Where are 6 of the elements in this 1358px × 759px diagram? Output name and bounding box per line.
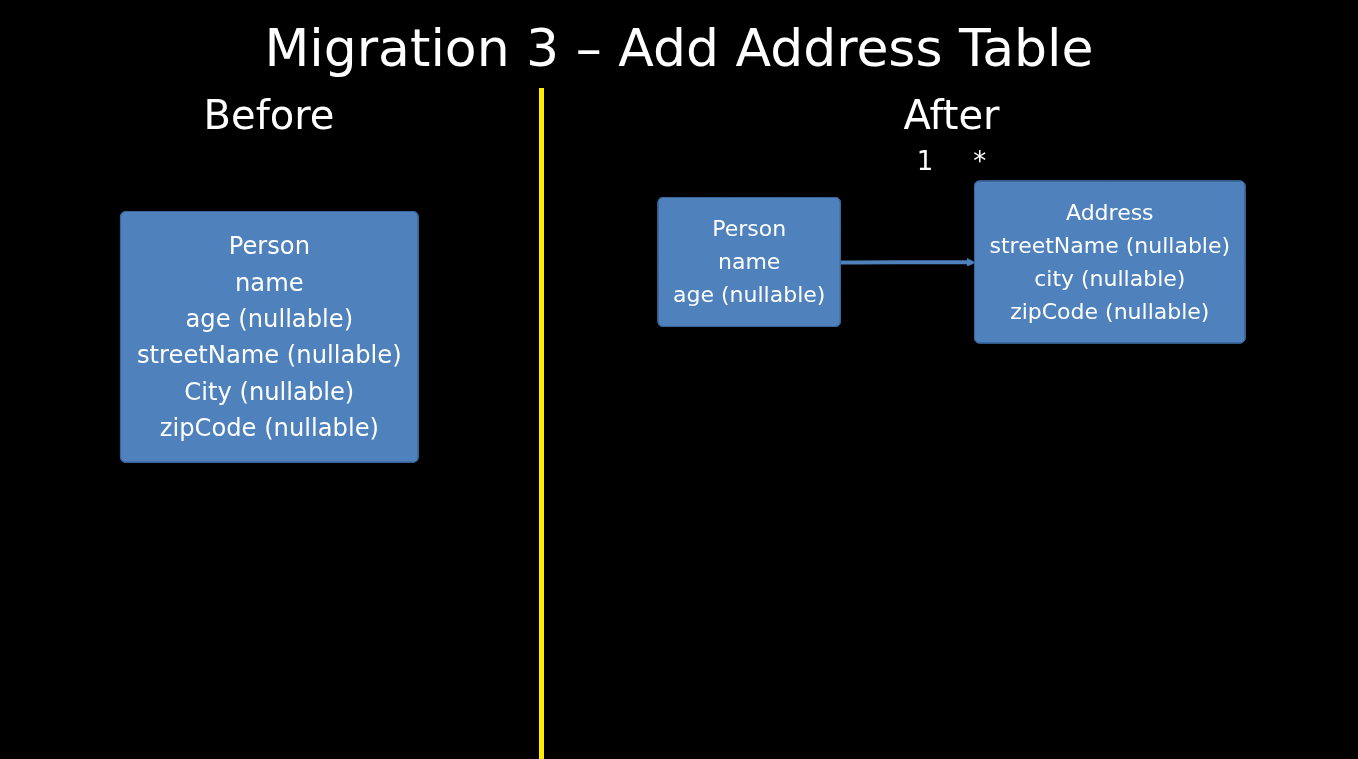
arrow xyxy=(840,258,976,267)
multiplicity-label: 1 xyxy=(916,146,934,176)
multiplicity-label: * xyxy=(973,146,987,176)
column-heading: After xyxy=(903,92,1000,138)
column-heading: Before xyxy=(203,92,335,138)
slide-title: Migration 3 – Add Address Table xyxy=(264,18,1094,78)
